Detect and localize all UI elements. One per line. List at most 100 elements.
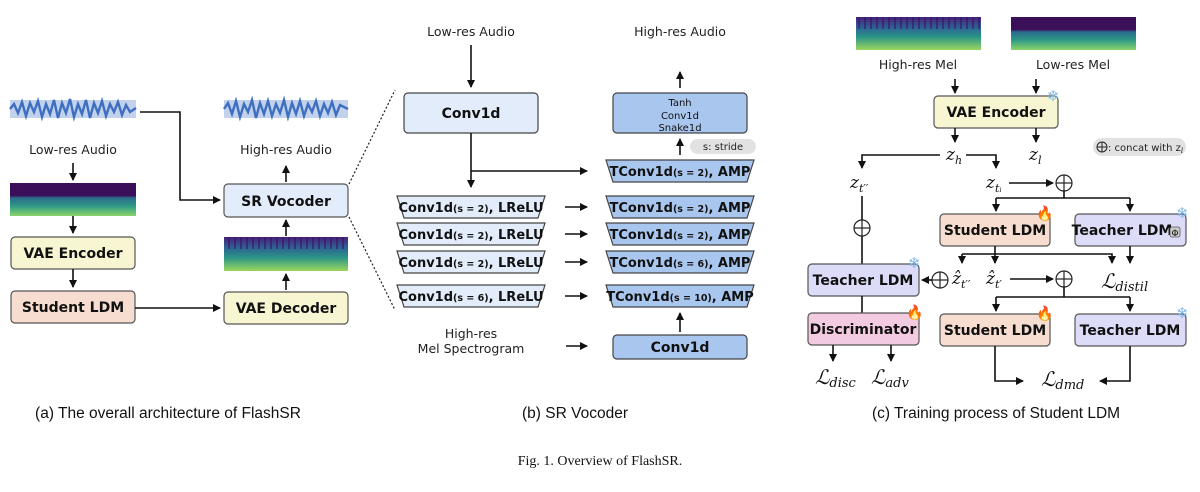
teacher-ldm-left-label: Teacher LDM	[813, 273, 914, 289]
output-snake-label: Snake1d	[658, 123, 701, 134]
vocoder-high-res-audio-label: High-res Audio	[634, 24, 726, 39]
encoder-layer-shape	[396, 195, 546, 219]
teacher-ldm-phi-label: Teacher LDM	[1072, 223, 1173, 239]
concat-icon	[1055, 174, 1073, 192]
discriminator-label: Discriminator	[810, 322, 917, 338]
decoder-layer: TConv1d(s = 10), AMP	[605, 284, 755, 308]
discriminator-box	[807, 312, 920, 346]
encoder-layer: Conv1d(s = 2), LReLU	[396, 195, 588, 219]
z-h-symbol: zh	[945, 145, 962, 167]
decoder-layer: TConv1d(s = 2), AMP	[605, 222, 755, 246]
decoder-layer-shape	[605, 284, 755, 308]
encoder-layer-shape	[396, 222, 546, 246]
decoder-layer: TConv1d(s = 2), AMP	[605, 159, 755, 183]
encoder-layer-label: Conv1d(s = 2), LReLU	[398, 256, 543, 271]
student-ldm-label: Student LDM	[22, 300, 124, 316]
frozen-snowflake-icon: ❄	[1176, 204, 1189, 222]
vae-decoder-label: VAE Decoder	[236, 301, 337, 317]
panel-a-caption: (a) The overall architecture of FlashSR	[35, 405, 301, 422]
low-res-audio-label: Low-res Audio	[29, 142, 117, 157]
frozen-snowflake-icon: ❄	[1047, 87, 1060, 105]
concat-icon	[1055, 270, 1073, 288]
phi-icon: Φ	[1169, 226, 1181, 239]
z-hat-t-prime-symbol: ẑt′	[985, 269, 1002, 291]
vae-encoder-c-label: VAE Encoder	[946, 105, 1045, 121]
trainable-flame-icon: 🔥	[906, 304, 923, 321]
zoom-line-top	[348, 89, 396, 185]
teacher-ldm-left-box	[807, 263, 920, 297]
stride-note-badge	[690, 139, 756, 154]
loss-disc-symbol: ℒdisc	[815, 365, 857, 391]
high-res-audio-label: High-res Audio	[240, 142, 332, 157]
high-res-waveform-icon	[223, 95, 349, 122]
encoder-layer-label: Conv1d(s = 2), LReLU	[398, 228, 543, 243]
z-t-double-prime-symbol: zt′′	[849, 173, 869, 195]
concat-legend-icon	[1096, 141, 1108, 153]
decoder-layer-shape	[605, 250, 755, 274]
decoder-layer-label: TConv1d(s = 2), AMP	[610, 165, 751, 180]
panel-a: Low-res Audio VAE Encoder Student LDM Hi…	[9, 89, 396, 422]
concat-note-label: : concat with zl	[1108, 143, 1183, 155]
encoder-layer-label: Conv1d(s = 2), LReLU	[398, 201, 543, 216]
decoder-layer-label: TConv1d(s = 2), AMP	[610, 201, 751, 216]
vae-encoder-c-box	[933, 95, 1059, 129]
z-l-symbol: zl	[1028, 145, 1042, 167]
high-res-spectrogram	[224, 237, 348, 271]
stride-note-label: s: stride	[703, 142, 743, 153]
z-hat-t-double-prime-symbol: ẑt′′	[951, 269, 971, 291]
concat-icon	[931, 271, 949, 289]
mel-label-line2: Mel Spectrogram	[418, 341, 525, 356]
decoder-layer: TConv1d(s = 6), AMP	[605, 250, 755, 274]
frozen-snowflake-icon: ❄	[908, 254, 921, 272]
student-ldm-bottom-label: Student LDM	[944, 323, 1046, 339]
concat-icon	[853, 219, 871, 237]
zoom-line-bottom	[348, 216, 396, 311]
mel-conv-label: Conv1d	[651, 340, 710, 356]
high-res-mel-spectrogram	[856, 17, 981, 50]
decoder-layer-shape	[605, 195, 755, 219]
decoder-layer-shape	[605, 222, 755, 246]
loss-distil-symbol: ℒdistil	[1101, 269, 1148, 295]
sr-vocoder-label: SR Vocoder	[241, 194, 331, 210]
encoder-layer-label: Conv1d(s = 6), LReLU	[398, 290, 543, 305]
student-ldm-top-label: Student LDM	[944, 223, 1046, 239]
decoder-layer-shape	[605, 159, 755, 183]
encoder-layer: Conv1d(s = 6), LReLU	[396, 284, 588, 308]
decoder-layer-label: TConv1d(s = 10), AMP	[606, 290, 754, 305]
decoder-layer: TConv1d(s = 2), AMP	[605, 195, 755, 219]
panel-b: Low-res Audio Conv1d High-res Audio Tanh…	[396, 24, 756, 422]
encoder-layer-shape	[396, 250, 546, 274]
decoder-layer-label: TConv1d(s = 6), AMP	[610, 256, 751, 271]
decoder-layer-label: TConv1d(s = 2), AMP	[610, 228, 751, 243]
panel-c-caption: (c) Training process of Student LDM	[872, 405, 1120, 422]
mel-label-line1: High-res	[445, 326, 497, 341]
input-conv-label: Conv1d	[442, 106, 501, 122]
low-res-spectrogram	[10, 183, 136, 216]
high-res-mel-label: High-res Mel	[879, 57, 957, 72]
output-tanh-label: Tanh	[667, 98, 691, 109]
z-t-i-symbol: ztᵢ	[985, 173, 1002, 195]
svg-text:Φ: Φ	[1171, 229, 1178, 239]
sr-vocoder-box	[223, 183, 349, 218]
encoder-layer: Conv1d(s = 2), LReLU	[396, 250, 588, 274]
encoder-layer: Conv1d(s = 2), LReLU	[396, 222, 588, 246]
loss-dmd-symbol: ℒdmd	[1041, 367, 1084, 393]
vocoder-low-res-audio-label: Low-res Audio	[427, 24, 515, 39]
student-ldm-box	[10, 290, 136, 324]
low-res-mel-label: Low-res Mel	[1036, 57, 1110, 72]
trainable-flame-icon: 🔥	[1036, 305, 1053, 322]
vae-decoder-box	[223, 291, 349, 325]
mel-conv-box	[612, 334, 748, 360]
low-res-waveform-icon	[9, 96, 137, 122]
figure-caption: Fig. 1. Overview of FlashSR.	[518, 454, 683, 469]
panel-b-caption: (b) SR Vocoder	[522, 405, 628, 422]
loss-adv-symbol: ℒadv	[871, 365, 909, 391]
low-res-mel-spectrogram	[1011, 17, 1136, 50]
vae-encoder-label: VAE Encoder	[23, 246, 122, 262]
output-stack-box	[612, 92, 748, 134]
teacher-ldm-bottom-label: Teacher LDM	[1080, 323, 1181, 339]
frozen-snowflake-icon: ❄	[1176, 304, 1189, 322]
output-conv-label: Conv1d	[661, 111, 699, 122]
encoder-layer-shape	[396, 284, 546, 308]
